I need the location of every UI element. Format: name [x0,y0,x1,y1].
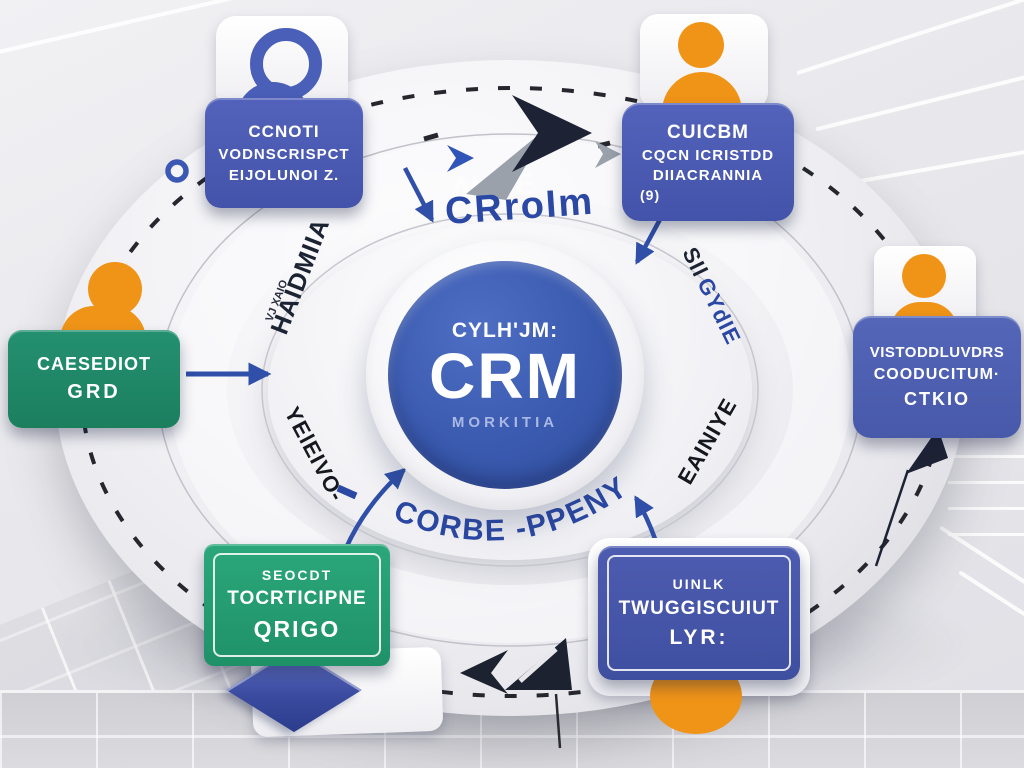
arrow-topleft-to-hub [403,166,434,223]
small-blue-chevron-icon [447,145,474,172]
node-label: CQCN ICRISTDD [641,146,775,164]
person-icon [902,254,946,298]
ring-label-right-lower: EAINIYE [673,394,742,489]
node-label: TWUGGISCUIUT [618,598,780,619]
hub-top-label: CYLH'JM: [451,319,559,343]
ring-label-top: CRroIm [444,181,596,233]
node-label: GRD [67,381,121,403]
node-top-left: CCNOTI VODNSCRISPCT EIJOLUNOI Z. [205,98,363,208]
triangle-highlight [518,647,558,683]
node-label: LYR: [669,626,729,649]
node-label: COODUCITUM· [873,366,1001,383]
node-label: SEOCDT [261,567,333,583]
avatar-card-top-left [216,16,348,112]
dash-tick [423,132,439,142]
dark-arrowhead-icon [906,428,948,474]
crm-hub: CYLH'JM: CRM MORKITIA [388,261,622,489]
hub-sub-label: MORKITIA [451,413,559,431]
node-label: QRIGO [253,616,341,642]
dark-chevron-arrow-icon [512,95,592,172]
wall-panel-lines [948,440,1024,536]
blue-dash-mark [336,484,358,500]
dark-left-chevron-icon [460,650,508,694]
arrow-bottomleft-to-hub [343,467,407,549]
cycle-node-marker-icon [165,159,189,183]
ring-step-line-inner [261,213,759,567]
small-gray-chevron-icon [595,141,621,168]
dark-line [874,469,910,567]
dark-line [554,693,562,749]
gray-arrowhead-icon [466,127,548,200]
avatar-card-top-right [640,14,768,110]
node-top-right: CUICBM CQCN ICRISTDD DIIACRANNIA (9) [622,103,794,221]
svg-text:GYdIE: GYdIE [692,274,746,349]
floor-band [0,690,1024,768]
node-label: UINLK [672,576,726,592]
person-icon [678,22,724,68]
node-label: EIJOLUNOI Z. [228,167,340,184]
svg-text:EAINIYE: EAINIYE [673,394,742,489]
node-left: CAESEDIOT GRD [8,330,180,428]
node-label: CTKIO [904,389,970,409]
avatar-left [56,258,196,340]
node-bottom-right: UINLK TWUGGISCUIUT LYR: [598,546,800,680]
node-right: VISTODDLUVDRS COODUCITUM· CTKIO [853,316,1021,438]
node-label: DIIACRANNIA [652,166,764,184]
node-bottom-left: SEOCDT TOCRTICIPNE QRIGO [204,544,390,666]
hub-main-label: CRM [429,340,581,413]
node-label: CCNOTI [248,122,320,141]
node-label: TOCRTICIPNE [227,588,367,609]
node-label: VODNSCRISPCT [218,146,350,163]
node-label: (9) [640,186,661,203]
node-label: CAESEDIOT [36,354,151,374]
node-label: VISTODDLUVDRS [869,344,1005,361]
node-label: CUICBM [667,121,749,143]
